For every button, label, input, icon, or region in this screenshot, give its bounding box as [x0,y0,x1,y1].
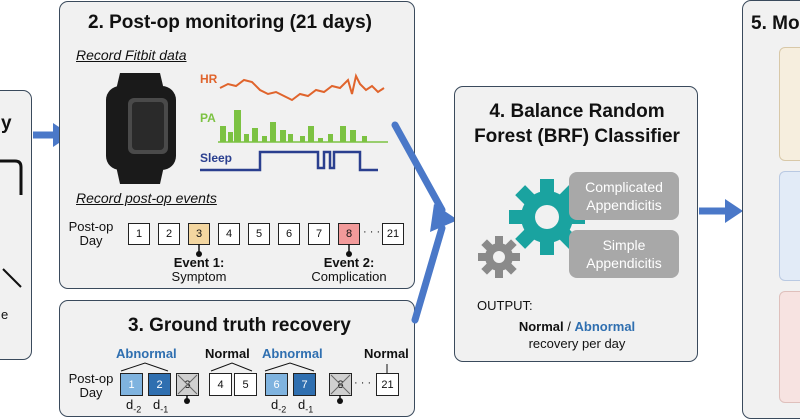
event-2-desc: Complication [311,269,387,284]
panel-ground-truth-recovery: 3. Ground truth recovery Post-op Day Abn… [59,300,415,417]
panel-5-title-fragment: 5. Mo [751,13,800,34]
event-1-desc: Symptom [171,269,227,284]
gt-day-box-normal: 4 [209,373,232,396]
panel-2-title: 2. Post-op monitoring (21 days) [88,12,372,33]
event-2: Event 2: Complication [294,256,404,284]
output-line: Normal / Abnormal [455,319,699,334]
panel-post-op-monitoring: 2. Post-op monitoring (21 days) Record F… [59,1,415,289]
d-letter: d [271,397,279,412]
event-2-title: Event 2: [323,255,375,270]
panel-3-title: 3. Ground truth recovery [128,315,351,336]
panel-5: 5. Mo [742,0,800,419]
gt-day-box-abnormal: 1 [120,373,143,396]
class-complicated-appendicitis: Complicated Appendicitis [569,172,679,220]
hr-signal [219,73,385,102]
cross-icon [177,374,198,395]
d-subscript: -2 [133,404,142,415]
d-minus-2-label-2: d-2 [271,397,286,415]
gt-brackets [120,362,388,373]
event-day-box: 7 [308,223,330,245]
output-normal: Normal [518,319,564,334]
d-minus-1-label-2: d-1 [298,397,313,415]
event-day-box-complication: 8 [338,223,360,245]
gt-day-box-abnormal: 6 [265,373,288,396]
d-letter: d [126,397,134,412]
panel-4-title-line2: Forest (BRF) Classifier [474,126,680,147]
panel-4-title-line1: 4. Balance Random [489,101,665,122]
gt-day-box-normal: 21 [376,373,399,396]
panel-1-bottom-fragment: e [1,307,9,322]
panel-5-card-1 [779,47,800,161]
fitbit-watch-icon [106,73,176,184]
event-day-box: 1 [128,223,150,245]
events-label: Record post-op events [76,190,217,206]
gear-icon [478,179,585,278]
panel-5-card-3 [779,291,800,403]
pa-label: PA [200,111,216,125]
gt-day-box-excluded: 3 [176,373,199,396]
panel-1-title-fragment: y [1,113,12,134]
output-tail: recovery per day [528,336,626,351]
fitbit-label: Record Fitbit data [76,47,187,63]
class-simple-appendicitis: Simple Appendicitis [569,230,679,278]
panel-4-title: 4. Balance Random Forest (BRF) Classifie… [455,99,699,149]
sleep-signal [200,150,378,172]
d-minus-2-label-1: d-2 [126,397,141,415]
day-ellipsis: · · · [363,226,381,238]
gt-day-label-line2: Day [79,385,103,400]
gt-day-box-abnormal: 2 [148,373,171,396]
normal-label-2: Normal [364,346,409,361]
hr-label: HR [200,72,218,86]
arrows-2-3-to-4 [391,121,458,324]
output-label: OUTPUT: [477,298,533,313]
day-label: Post-op Day [66,220,116,248]
event-day-box-symptom: 3 [188,223,210,245]
cross-icon [330,374,351,395]
event-1: Event 1: Symptom [159,256,239,284]
panel-1-device-fragment [0,159,23,288]
d-subscript: -1 [305,404,314,415]
panel-5-card-2 [779,171,800,281]
gt-day-label: Post-op Day [66,372,116,400]
output-abnormal: Abnormal [574,319,636,334]
day-label-line2: Day [79,233,103,248]
gt-day-box-abnormal: 7 [293,373,316,396]
gt-day-box-normal: 5 [234,373,257,396]
gt-day-label-line1: Post-op [68,371,114,386]
event-day-box: 21 [382,223,404,245]
d-letter: d [298,397,306,412]
day-label-line1: Post-op [68,219,114,234]
event-day-box: 6 [278,223,300,245]
pa-signal [218,110,388,143]
event-day-box: 4 [218,223,240,245]
event-day-box: 2 [158,223,180,245]
arrow-4-to-5 [699,199,743,223]
d-subscript: -2 [278,404,287,415]
d-minus-1-label-1: d-1 [153,397,168,415]
event-pins [196,244,352,257]
panel-brf-classifier: 4. Balance Random Forest (BRF) Classifie… [454,86,698,362]
event-1-title: Event 1: [173,255,225,270]
abnormal-label-2: Abnormal [262,346,323,361]
normal-label-1: Normal [205,346,250,361]
abnormal-label-1: Abnormal [116,346,177,361]
panel-1: y e [0,90,32,360]
gt-day-ellipsis: · · · [354,377,372,389]
output-separator: / [563,319,575,334]
d-letter: d [153,397,161,412]
event-day-box: 5 [248,223,270,245]
gt-pins [184,395,343,404]
sleep-label: Sleep [200,151,233,165]
d-subscript: -1 [160,404,169,415]
gt-day-box-excluded: 8 [329,373,352,396]
